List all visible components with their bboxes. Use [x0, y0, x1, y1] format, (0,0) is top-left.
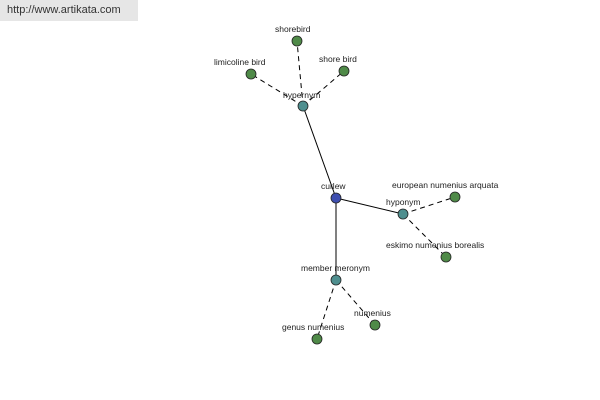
edge-hypernym-to-shorebird [296, 40, 304, 107]
node-hyponym-label: hyponym [386, 197, 421, 207]
node-shorebird[interactable]: shorebird [275, 24, 311, 47]
node-curlew[interactable]: curlew [321, 181, 346, 204]
node-shore-bird-label: shore bird [319, 54, 357, 64]
node-numenius[interactable]: numenius [354, 308, 391, 331]
nodes-layer: curlew hypernym hyponym member meronym shore… [214, 24, 499, 345]
node-member-meronym-marker[interactable] [330, 274, 342, 286]
node-limicoline-bird-label: limicoline bird [214, 57, 266, 67]
node-limicoline-bird-marker[interactable] [245, 68, 257, 80]
site-url-link[interactable]: http://www.artikata.com [0, 0, 138, 21]
node-numenius-label: numenius [354, 308, 391, 318]
node-hypernym-marker[interactable] [297, 100, 309, 112]
edge-hypernym-to-shore-bird [302, 70, 345, 107]
node-genus-numenius-marker[interactable] [311, 333, 323, 345]
node-eskimo-numenius-borealis-marker[interactable] [440, 251, 452, 263]
edge-hyponym-to-european-numenius-arquata [402, 196, 456, 215]
node-curlew-label: curlew [321, 181, 346, 191]
edge-hypernym-to-limicoline-bird [250, 73, 304, 107]
edges-layer [250, 40, 456, 340]
node-genus-numenius[interactable]: genus numenius [282, 322, 344, 345]
node-shore-bird-marker[interactable] [338, 65, 350, 77]
node-hypernym-label: hypernym [283, 90, 320, 100]
edge-member-meronym-to-numenius [335, 279, 376, 326]
node-eskimo-numenius-borealis-label: eskimo numenius borealis [386, 240, 484, 250]
node-shorebird-label: shorebird [275, 24, 311, 34]
node-member-meronym-label: member meronym [301, 263, 370, 273]
node-curlew-marker[interactable] [330, 192, 342, 204]
edge-hyponym-to-eskimo-numenius-borealis [402, 213, 447, 258]
edge-curlew-to-hyponym [335, 197, 404, 215]
node-hypernym[interactable]: hypernym [283, 90, 320, 112]
node-numenius-marker[interactable] [369, 319, 381, 331]
node-european-numenius-arquata-label: european numenius arquata [392, 180, 499, 190]
node-member-meronym[interactable]: member meronym [301, 263, 370, 286]
node-shorebird-marker[interactable] [291, 35, 303, 47]
node-european-numenius-arquata[interactable]: european numenius arquata [392, 180, 499, 203]
node-eskimo-numenius-borealis[interactable]: eskimo numenius borealis [386, 240, 484, 263]
node-genus-numenius-label: genus numenius [282, 322, 344, 332]
edge-curlew-to-hypernym [302, 105, 337, 199]
node-hyponym[interactable]: hyponym [386, 197, 421, 220]
edge-member-meronym-to-genus-numenius [316, 279, 337, 340]
node-hyponym-marker[interactable] [397, 208, 409, 220]
node-limicoline-bird[interactable]: limicoline bird [214, 57, 266, 80]
node-european-numenius-arquata-marker[interactable] [449, 191, 461, 203]
node-shore-bird[interactable]: shore bird [319, 54, 357, 77]
